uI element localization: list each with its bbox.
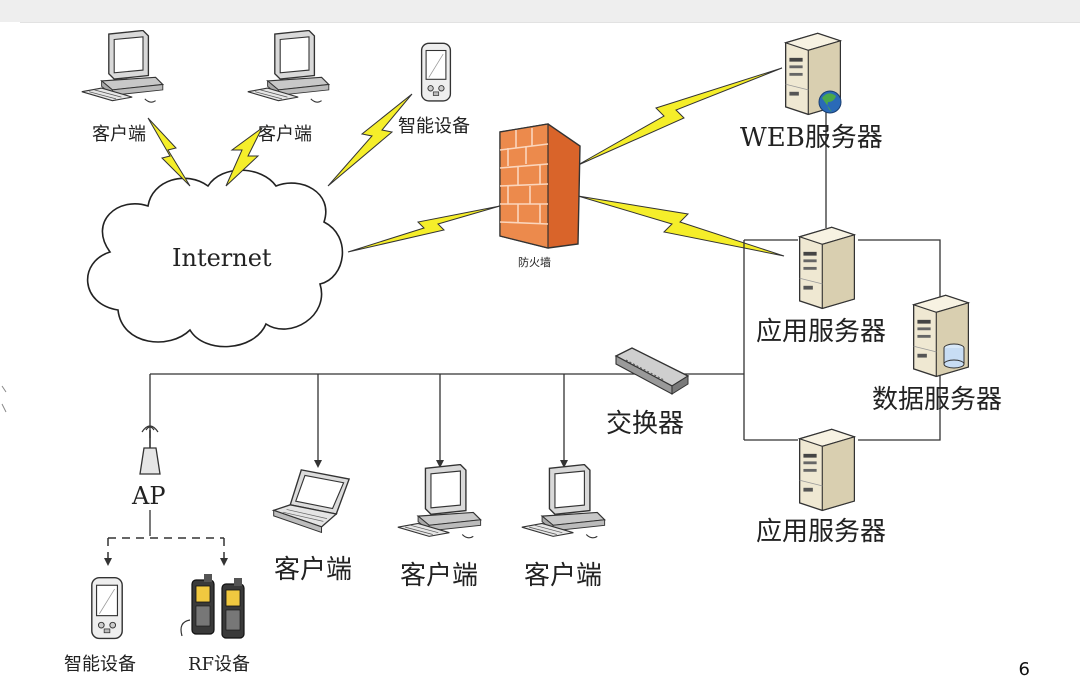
app-server-top-label: 应用服务器 <box>756 317 886 347</box>
smart-device-top-label: 智能设备 <box>398 116 470 137</box>
data-server <box>912 294 970 378</box>
client-pc-2-label: 客户端 <box>400 561 478 591</box>
client-laptop <box>272 469 350 534</box>
data-server-label: 数据服务器 <box>872 385 1002 415</box>
client-top-left-label: 客户端 <box>92 124 146 145</box>
client-laptop-label: 客户端 <box>274 555 352 585</box>
client-pc-top-left <box>81 30 164 103</box>
lightning-bolt-client-mid <box>225 127 263 187</box>
firewall-label: 防火墙 <box>518 255 551 269</box>
internet-cloud <box>86 169 344 348</box>
lightning-bolt-client-left <box>147 117 191 187</box>
lightning-bolt-cloud-firewall <box>347 205 501 253</box>
rf-device-label: RF设备 <box>188 654 250 675</box>
client-pc-3 <box>521 464 606 539</box>
app-server-bottom <box>798 428 856 512</box>
client-pc-3-label: 客户端 <box>524 561 602 591</box>
client-top-mid-label: 客户端 <box>258 124 312 145</box>
web-server <box>784 32 842 116</box>
access-point <box>139 425 161 475</box>
smart-device-bottom <box>91 576 123 640</box>
wireless-links <box>147 67 785 257</box>
web-server-label: WEB服务器 <box>740 123 883 153</box>
left-edge-mark <box>1 385 7 413</box>
client-pc-2 <box>397 464 482 539</box>
lightning-bolt-firewall-app <box>577 195 785 257</box>
top-divider <box>20 22 1080 23</box>
client-pc-top-mid <box>247 30 330 103</box>
ap-label: AP <box>131 482 165 510</box>
app-server-bottom-label: 应用服务器 <box>756 517 886 547</box>
page-number: 6 <box>1018 659 1030 680</box>
smart-device-bottom-label: 智能设备 <box>64 654 136 675</box>
top-bar <box>0 0 1080 22</box>
switch-device <box>614 347 690 395</box>
smart-device-top <box>420 42 452 102</box>
app-server-top <box>798 226 856 310</box>
internet-label: Internet <box>172 244 272 272</box>
firewall <box>499 123 581 249</box>
switch-label: 交换器 <box>606 409 684 439</box>
wifi-signal-icon <box>145 426 155 431</box>
ap-wireless-links <box>107 537 225 558</box>
arrowheads <box>104 460 568 566</box>
rf-device <box>180 574 245 639</box>
lightning-bolt-smart-device <box>327 93 413 187</box>
